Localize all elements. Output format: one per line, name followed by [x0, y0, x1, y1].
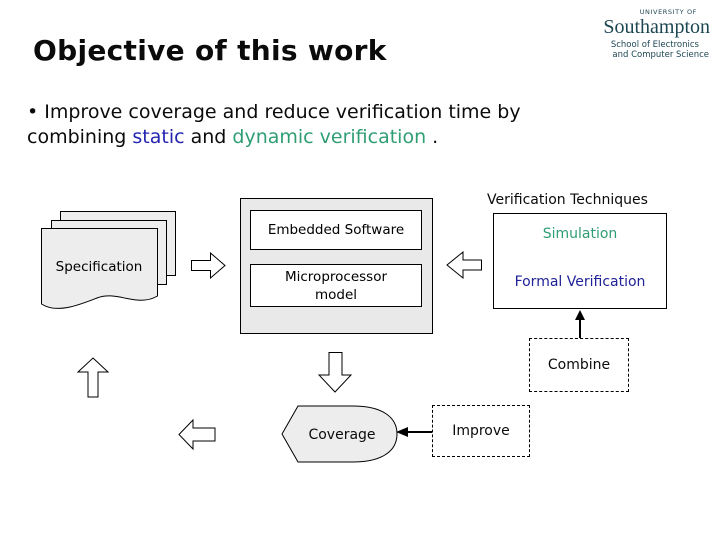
- coverage-label: Coverage: [308, 427, 376, 443]
- block-arrow-right-icon: [191, 252, 226, 279]
- bullet-line2-suffix: .: [426, 126, 439, 148]
- microprocessor-model-label: Microprocessor model: [284, 268, 388, 303]
- logo-university-of: UNIVERSITY OF: [639, 8, 697, 16]
- block-arrow-left-small-icon: [178, 418, 216, 451]
- combine-box: Combine: [529, 338, 629, 392]
- specification-label: Specification: [55, 259, 143, 275]
- keyword-static: static: [132, 126, 185, 148]
- logo-school-line1: School of Electronics: [610, 39, 699, 50]
- bullet-line2-mid: and: [184, 126, 233, 148]
- logo-southampton: Southampton: [603, 15, 710, 38]
- simulation-label: Simulation: [542, 226, 618, 242]
- logo-school-text: School of Electronics and Computer Scien…: [580, 40, 710, 60]
- block-arrow-down-icon: [318, 352, 352, 393]
- bullet-line2-prefix: combining: [27, 126, 133, 148]
- coverage-shape: [281, 405, 398, 463]
- formal-verification-label: Formal Verification: [514, 274, 646, 290]
- bullet-text: • Improve coverage and reduce verificati…: [27, 100, 667, 150]
- logo-school-line2: and Computer Science: [612, 49, 709, 60]
- block-arrow-up-icon: [77, 357, 109, 398]
- embedded-software-box: Embedded Software: [250, 210, 422, 250]
- bullet-line1: • Improve coverage and reduce verificati…: [27, 101, 521, 123]
- improve-box: Improve: [432, 405, 530, 457]
- block-arrow-left-icon: [446, 250, 482, 280]
- university-logo: UNIVERSITY OF Southampton School of Elec…: [580, 9, 710, 60]
- verification-techniques-box: [493, 213, 667, 309]
- verification-techniques-label: Verification Techniques: [487, 192, 648, 208]
- microprocessor-model-box: Microprocessor model: [250, 264, 422, 307]
- combine-connector-arrow-up-icon: [575, 310, 585, 338]
- specification-paper-front: [41, 228, 158, 309]
- improve-connector-arrow-left-icon: [396, 427, 432, 437]
- keyword-dynamic-verification: dynamic verification: [232, 126, 427, 148]
- page-title: Objective of this work: [33, 34, 387, 67]
